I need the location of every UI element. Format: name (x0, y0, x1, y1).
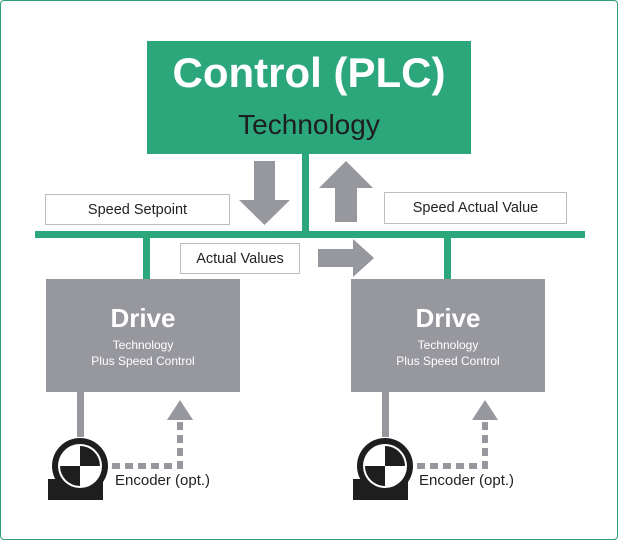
actual-values-label: Actual Values (180, 243, 300, 274)
drive-technology-text: Technology (417, 338, 479, 352)
speed-setpoint-label: Speed Setpoint (45, 194, 230, 225)
motor-shaft (382, 391, 389, 437)
speed-actual-value-label: Speed Actual Value (384, 192, 567, 224)
drive-box: Drive Technology Plus Speed Control (46, 279, 240, 392)
drive-speed-control-text: Plus Speed Control (91, 354, 195, 368)
drive-title: Drive (110, 303, 176, 333)
right-arrow-icon (318, 239, 374, 277)
control-title: Control (PLC) (172, 49, 446, 96)
drive-title: Drive (415, 303, 481, 333)
plc-bus-connector (302, 153, 309, 233)
encoder-label: Encoder (opt.) (115, 472, 211, 489)
motor-shaft (77, 391, 84, 437)
up-arrow-icon (319, 161, 373, 222)
drive2-bus-connector (444, 236, 451, 281)
bus-line (35, 231, 585, 238)
encoder-label: Encoder (opt.) (419, 472, 515, 489)
drive1-bus-connector (143, 236, 150, 281)
drive-speed-control-text: Plus Speed Control (396, 354, 500, 368)
control-subtitle: Technology (238, 109, 380, 140)
encoder-feedback-arrow-icon (472, 400, 498, 420)
motor-icon (353, 438, 413, 500)
down-arrow-icon (239, 161, 290, 225)
drive-box: Drive Technology Plus Speed Control (351, 279, 545, 392)
control-plc-box: Control (PLC) Technology (147, 41, 471, 154)
encoder-feedback-line (112, 420, 183, 469)
encoder-feedback-line (417, 420, 488, 469)
motor-icon (48, 438, 108, 500)
drive-technology-text: Technology (112, 338, 174, 352)
encoder-feedback-arrow-icon (167, 400, 193, 420)
